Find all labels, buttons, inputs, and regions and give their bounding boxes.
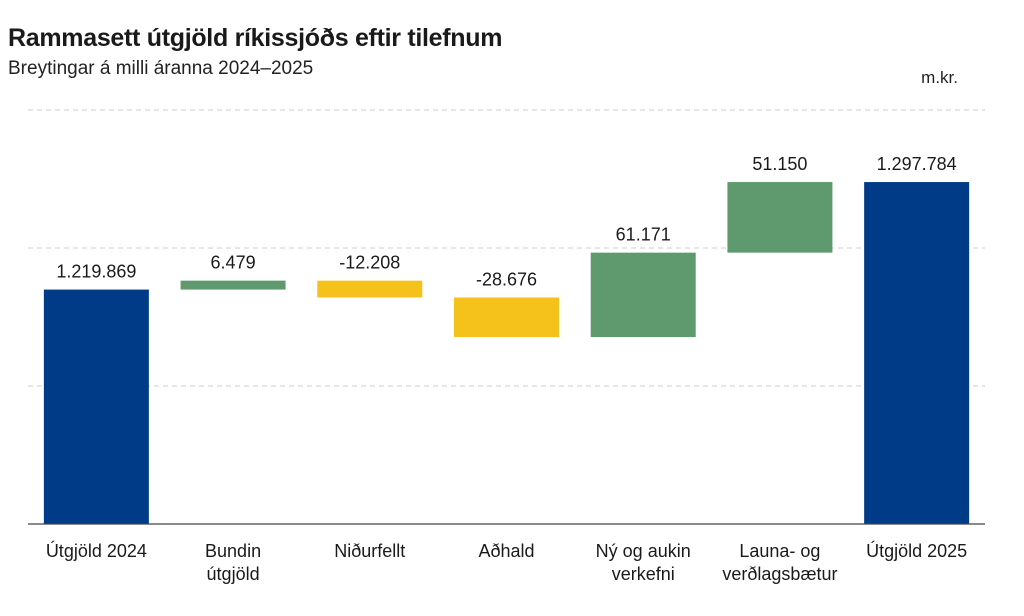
increase-bar (727, 182, 833, 253)
total-bar (43, 289, 149, 524)
category-label: Niðurfellt (334, 541, 405, 561)
total-bar (864, 182, 970, 524)
value-label: 51.150 (752, 154, 807, 174)
decrease-bar (317, 280, 423, 298)
decrease-bar (454, 297, 559, 338)
category-label: Ný og aukin (596, 541, 691, 561)
category-label: verkefni (612, 564, 675, 584)
category-label: Bundin (205, 541, 261, 561)
category-label: Útgjöld 2024 (46, 540, 147, 561)
value-label: 1.297.784 (877, 154, 957, 174)
value-label: -12.208 (339, 253, 400, 273)
unit-label: m.kr. (921, 68, 958, 87)
value-label: 6.479 (211, 253, 256, 273)
category-label: Útgjöld 2025 (866, 540, 967, 561)
category-label: Aðhald (478, 541, 534, 561)
category-label: Launa- og (739, 541, 820, 561)
value-label: -28.676 (476, 269, 537, 289)
chart-subtitle: Breytingar á milli áranna 2024–2025 (8, 58, 314, 79)
value-label: 61.171 (616, 225, 671, 245)
category-label: útgjöld (207, 564, 260, 584)
chart-title: Rammasett útgjöld ríkissjóðs eftir tilef… (8, 24, 503, 52)
increase-bar (180, 280, 286, 290)
category-label: verðlagsbætur (722, 564, 837, 584)
increase-bar (590, 252, 696, 338)
value-label: 1.219.869 (56, 262, 136, 282)
